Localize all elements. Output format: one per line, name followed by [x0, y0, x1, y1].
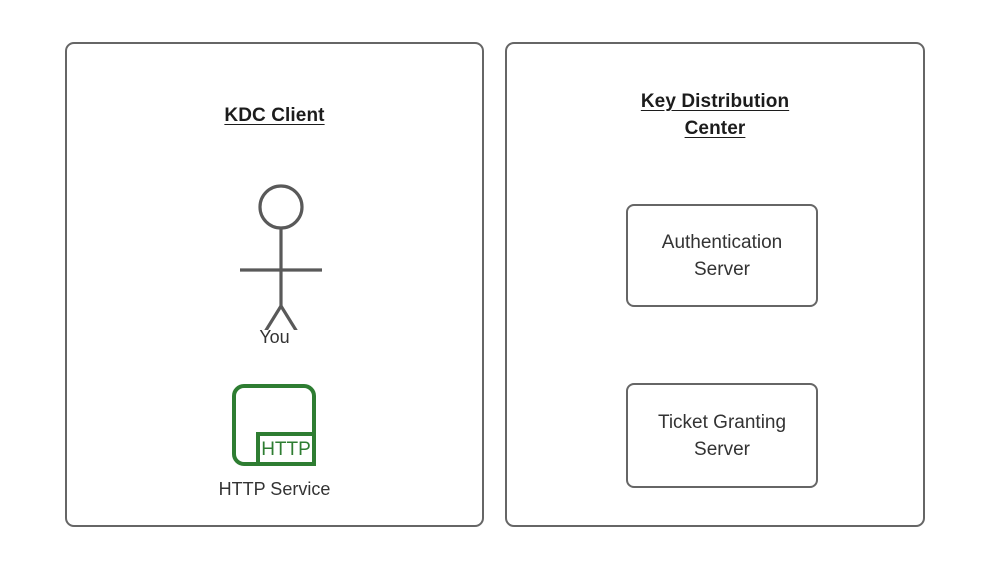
box-tgs-line-1: Ticket Granting: [657, 411, 787, 433]
panel-key-distribution-center[interactable]: Key Distribution Center Authentication S…: [505, 42, 925, 527]
box-ticket-granting-server-label: Ticket Granting Server: [658, 409, 786, 463]
box-tgs-line-2: Server: [694, 438, 750, 460]
box-auth-line-1: Authentication: [661, 231, 783, 253]
panel-title-kdc-client: KDC Client: [224, 105, 325, 126]
stick-figure-actor-icon: [240, 184, 322, 330]
panel-title-line-2: Center: [684, 118, 746, 139]
http-badge-text: HTTP: [261, 439, 311, 460]
box-authentication-server-label: Authentication Server: [662, 229, 782, 283]
box-authentication-server[interactable]: Authentication Server: [626, 204, 818, 307]
box-ticket-granting-server[interactable]: Ticket Granting Server: [626, 383, 818, 488]
service-label-http: HTTP Service: [218, 479, 331, 499]
actor-label-you: You: [259, 327, 290, 347]
panel-title-line-1: Key Distribution: [640, 91, 790, 112]
panel-kdc-client[interactable]: KDC Client You HTTP HTTP Service: [65, 42, 484, 527]
box-auth-line-2: Server: [694, 258, 750, 280]
http-service-icon: HTTP: [232, 384, 316, 466]
panel-title-key-distribution-center: Key Distribution Center: [567, 88, 863, 142]
